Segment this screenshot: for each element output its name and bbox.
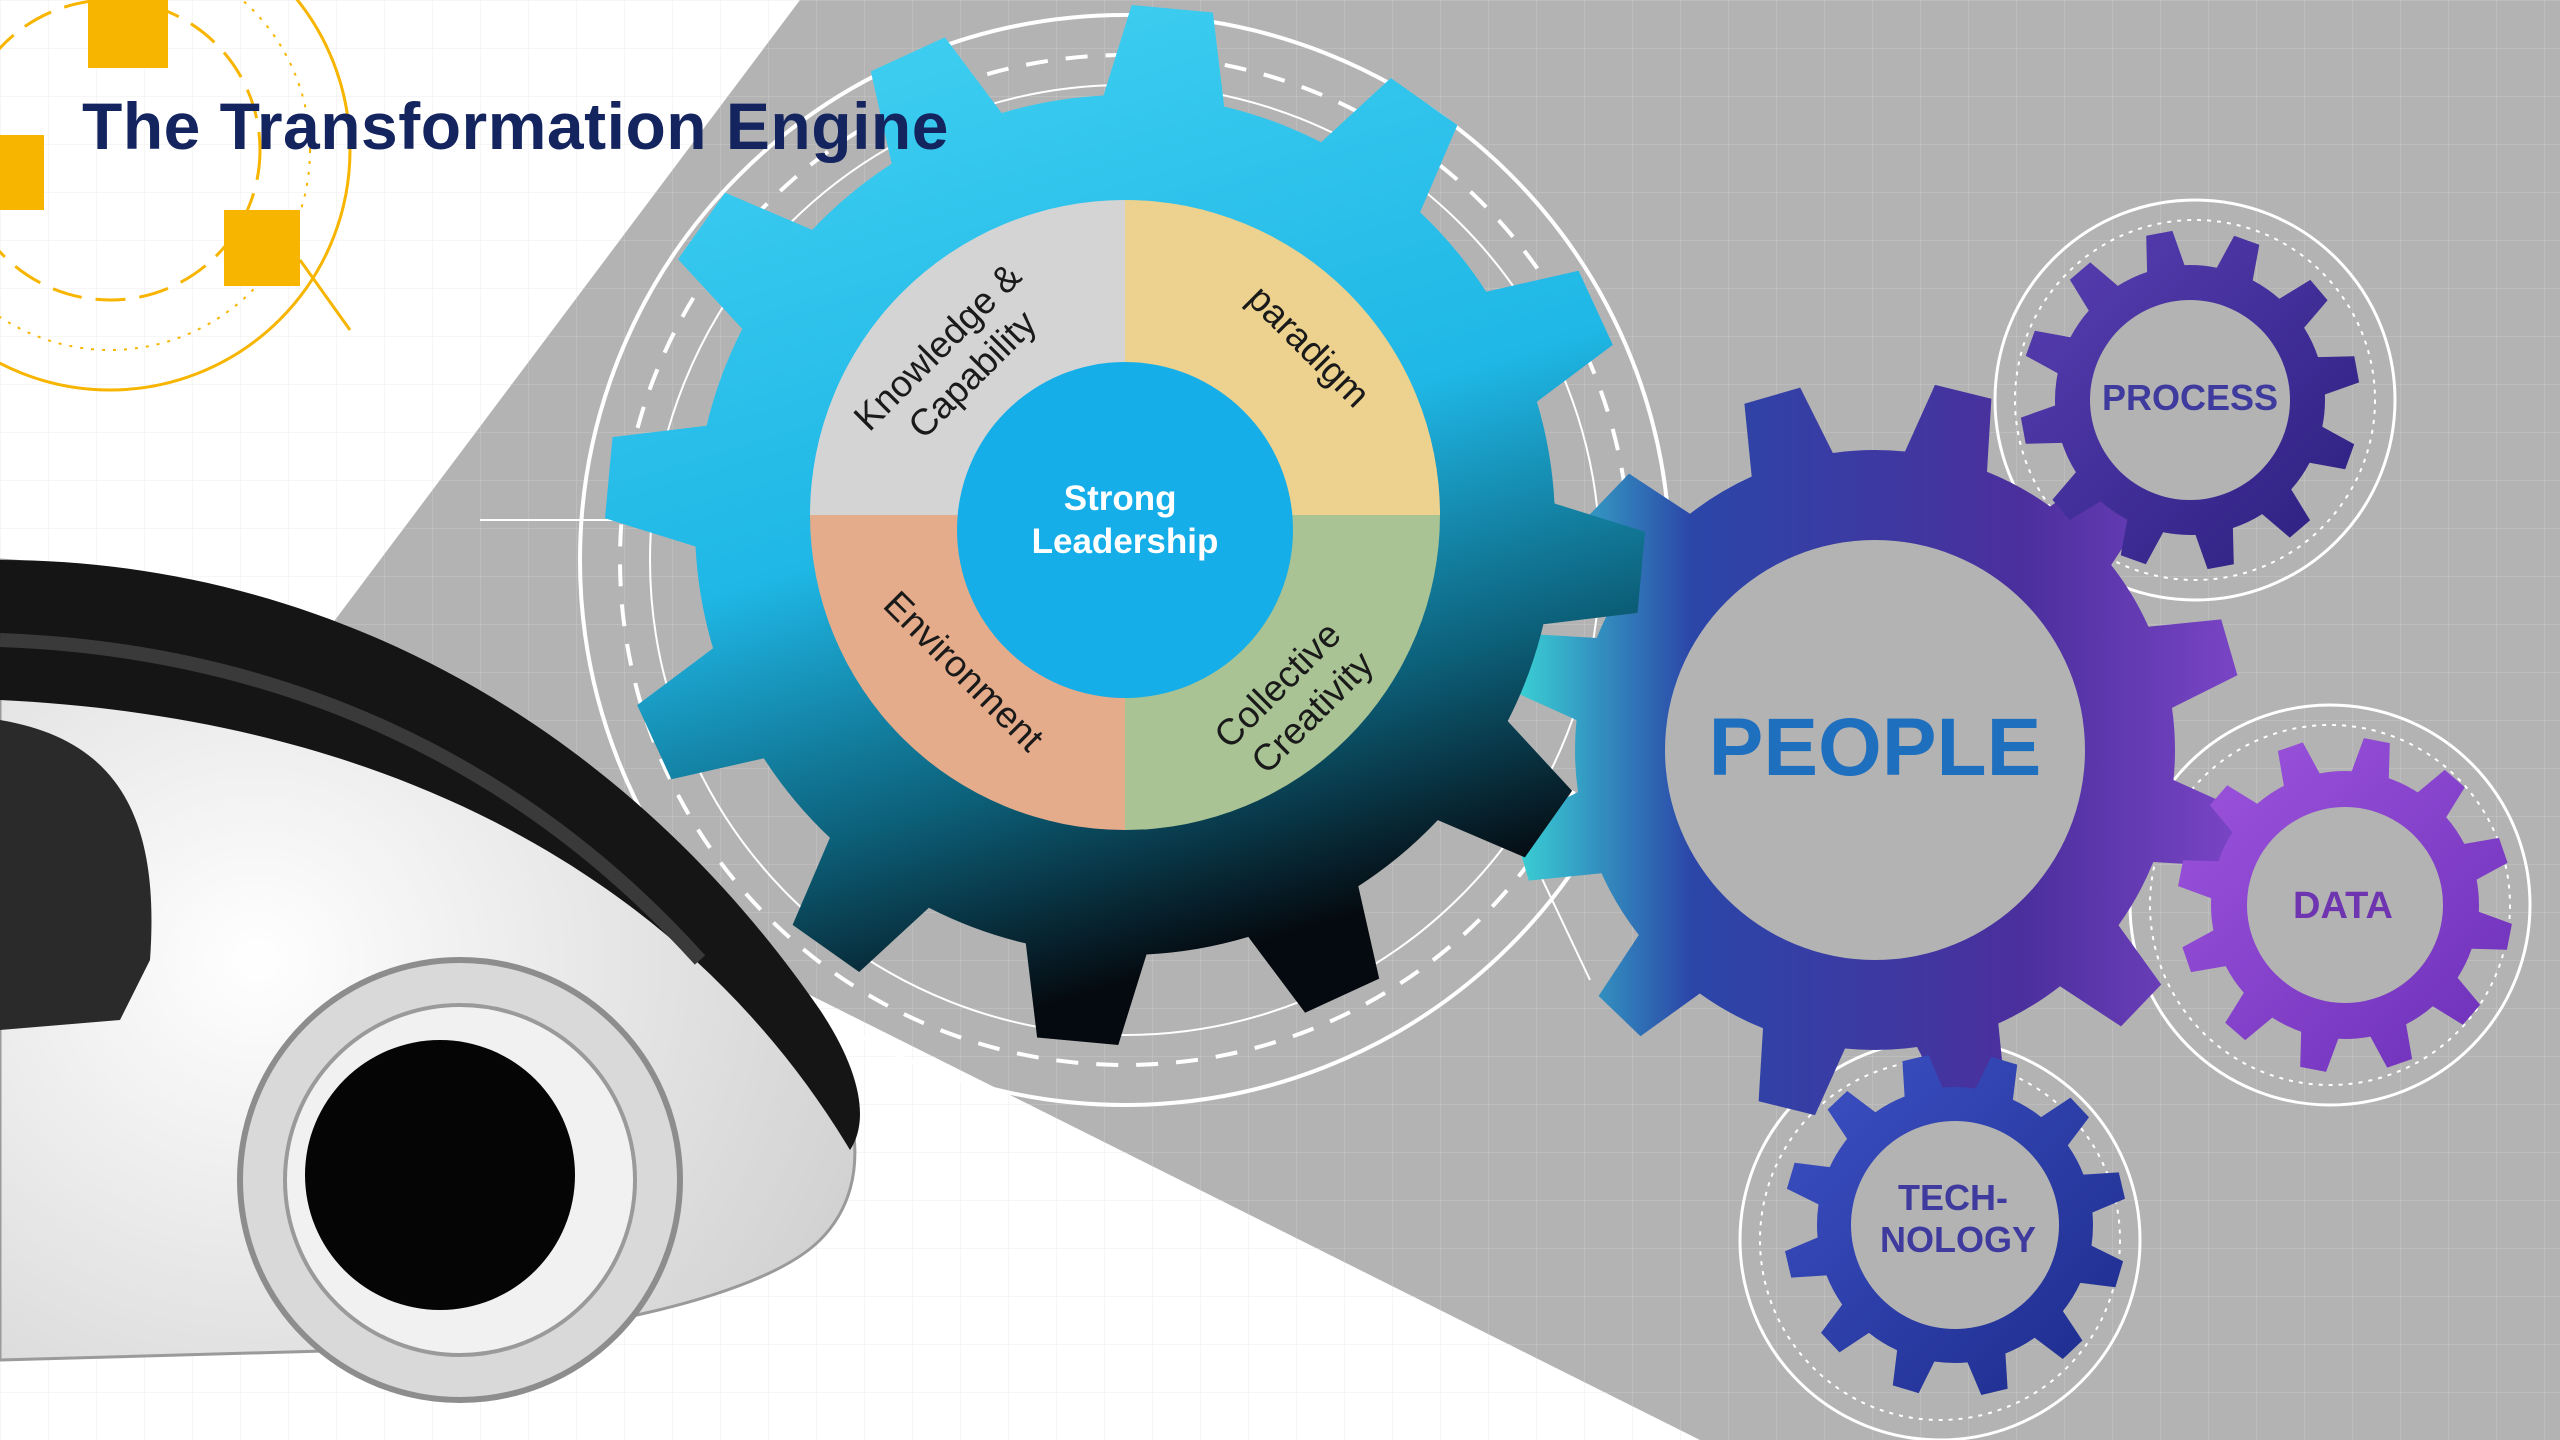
leadership-hub (957, 362, 1293, 698)
process-label: PROCESS (2102, 377, 2278, 418)
technology-label: TECH- NOLOGY (1880, 1177, 2036, 1260)
people-label: PEOPLE (1709, 702, 2042, 793)
data-gear-hole (2247, 807, 2443, 1003)
data-label: DATA (2293, 885, 2393, 927)
people-gear-hole (1665, 540, 2085, 960)
technology-gear-hole (1851, 1121, 2059, 1329)
process-gear-hole (2090, 300, 2290, 500)
page-title: The Transformation Engine (82, 89, 949, 163)
yellow-corner-decoration (0, 0, 352, 392)
center-label: Strong Leadership (1032, 479, 1219, 561)
main-gear-hub (810, 200, 1440, 830)
car-image (0, 558, 860, 1403)
